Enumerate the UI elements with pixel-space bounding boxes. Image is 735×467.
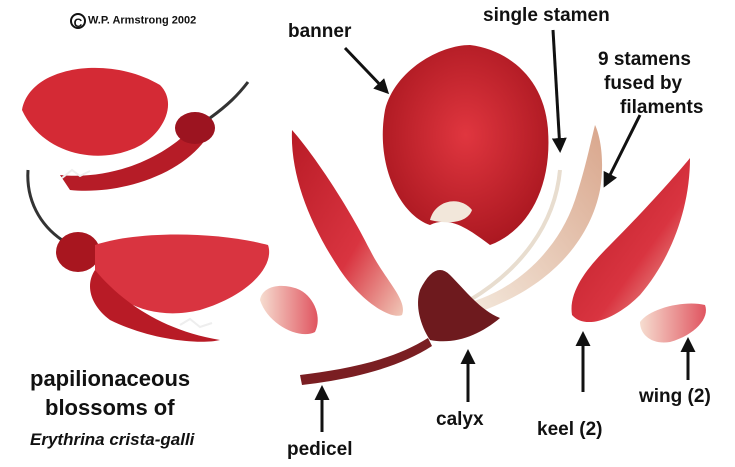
label-calyx: calyx: [436, 410, 484, 429]
arrow-banner: [345, 48, 387, 92]
label-stamens-line2: fused by: [604, 74, 682, 93]
arrow-9-stamens: [605, 115, 640, 185]
caption-species: Erythrina crista-galli: [30, 431, 194, 448]
label-stamens-line3: filaments: [620, 98, 703, 117]
wing-petal-right: [640, 304, 706, 343]
pedicel-stem: [300, 338, 432, 385]
caption-line2: blossoms of: [45, 397, 175, 419]
copyright-text: W.P. Armstrong 2002: [88, 15, 196, 27]
copyright-icon: C: [70, 13, 86, 29]
blossom-bottom: [28, 170, 269, 342]
label-wing: wing (2): [639, 387, 711, 406]
label-stamens-line1: 9 stamens: [598, 50, 691, 69]
label-pedicel: pedicel: [287, 440, 352, 459]
label-keel: keel (2): [537, 420, 602, 439]
caption-line1: papilionaceous: [30, 368, 190, 390]
label-banner: banner: [288, 22, 351, 41]
label-single-stamen: single stamen: [483, 6, 610, 25]
blossom-top: [22, 68, 248, 191]
wing-petal-left: [260, 286, 318, 334]
arrow-single-stamen: [553, 30, 560, 150]
